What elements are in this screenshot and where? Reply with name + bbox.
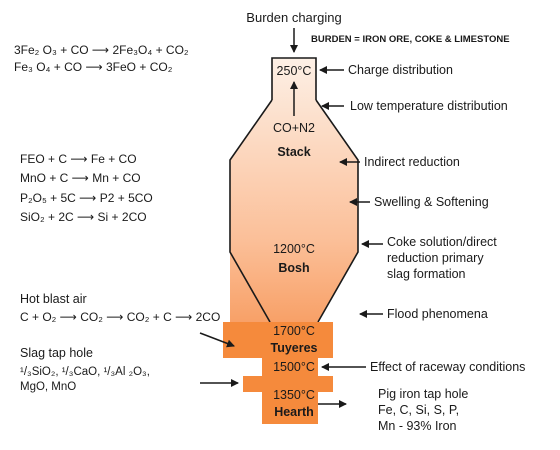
- top-gas-label: CO+N2: [272, 121, 316, 135]
- raceway-temperature: 1500°C: [273, 360, 315, 374]
- hot-blast-title: Hot blast air: [20, 292, 87, 306]
- equation-feo: FEO + C ⟶ Fe + CO: [20, 152, 137, 166]
- hearth-block: [262, 392, 318, 424]
- raceway-effect-label: Effect of raceway conditions: [370, 360, 526, 374]
- pig-iron-line2: Mn - 93% Iron: [378, 419, 457, 433]
- coke-solution-line1: Coke solution/direct: [387, 235, 497, 249]
- indirect-reduction-label: Indirect reduction: [364, 155, 460, 169]
- slag-composition-line1: ¹/₃SiO₂, ¹/₃CaO, ¹/₃Al ₂O₃,: [20, 366, 150, 378]
- flood-phenomena-label: Flood phenomena: [387, 307, 488, 321]
- pig-iron-title: Pig iron tap hole: [378, 387, 469, 401]
- hearth-temperature: 1350°C: [273, 388, 315, 402]
- top-temperature: 250°C: [276, 64, 312, 78]
- coke-solution-line3: slag formation: [387, 267, 466, 281]
- zone-tuyeres: Tuyeres: [270, 341, 318, 355]
- tuyeres-block: [223, 322, 333, 358]
- burden-definition: BURDEN = IRON ORE, COKE & LIMESTONE: [311, 34, 510, 45]
- slag-tap-title: Slag tap hole: [20, 346, 93, 360]
- equation-hematite: 3Fe₂ O₃ + CO ⟶ 2Fe₃O₄ + CO₂: [14, 43, 189, 57]
- coke-solution-line2: reduction primary: [387, 251, 484, 265]
- equation-magnetite: Fe₃ O₄ + CO ⟶ 3FeO + CO₂: [14, 60, 173, 74]
- tuyeres-temperature: 1700°C: [273, 324, 315, 338]
- zone-bosh: Bosh: [278, 261, 310, 275]
- slag-composition-line2: MgO, MnO: [20, 381, 77, 393]
- raceway-block: [262, 358, 318, 376]
- hot-blast-equation: C + O₂ ⟶ CO₂ ⟶ CO₂ + C ⟶ 2CO: [20, 310, 221, 324]
- stack-bosh-outline: [229, 99, 359, 323]
- zone-stack: Stack: [277, 145, 311, 159]
- hot-blast-arrow: [199, 332, 235, 348]
- bosh-temperature: 1200°C: [273, 242, 315, 256]
- raceway-tuyere-block: [243, 376, 333, 392]
- throat-outline: [271, 57, 317, 100]
- low-temp-distribution-label: Low temperature distribution: [350, 99, 508, 113]
- equation-mno: MnO + C ⟶ Mn + CO: [20, 171, 141, 185]
- equation-p2o5: P₂O₅ + 5C ⟶ P2 + 5CO: [20, 191, 153, 205]
- equation-sio2: SiO₂ + 2C ⟶ Si + 2CO: [20, 210, 147, 224]
- charge-distribution-label: Charge distribution: [348, 63, 453, 77]
- burden-charging-label: Burden charging: [246, 10, 342, 25]
- zone-hearth: Hearth: [274, 405, 314, 419]
- swelling-softening-label: Swelling & Softening: [374, 195, 489, 209]
- pig-iron-line1: Fe, C, Si, S, P,: [378, 403, 460, 417]
